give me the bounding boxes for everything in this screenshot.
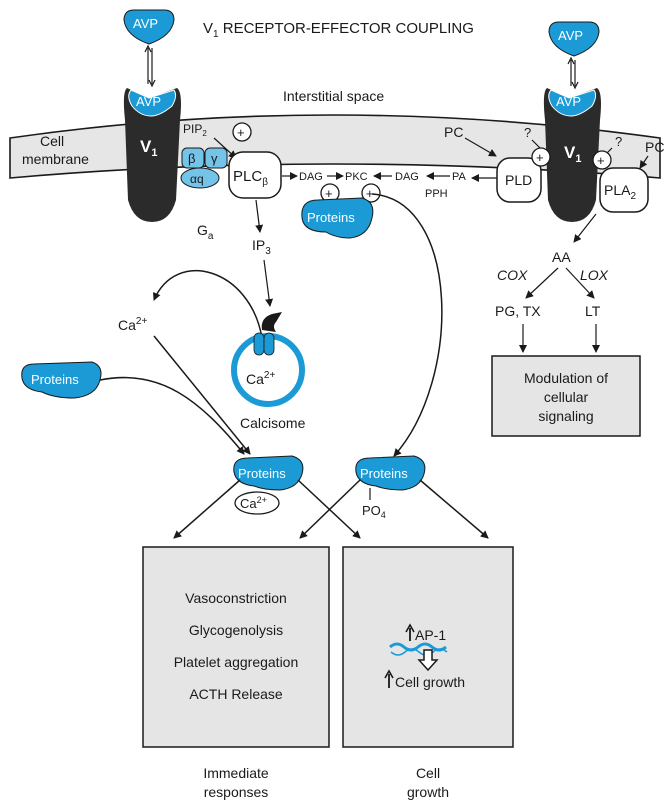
svg-text:AVP: AVP — [133, 16, 158, 31]
svg-text:AVP: AVP — [558, 28, 583, 43]
down-hollow-arrow-icon — [417, 649, 439, 672]
response-item: Platelet aggregation — [174, 654, 299, 670]
equilibrium-arrow-left — [144, 44, 156, 88]
pc-label-right: PC — [645, 139, 664, 155]
cox-label: COX — [497, 267, 528, 283]
diagram-title: V1 RECEPTOR-EFFECTOR COUPLING — [203, 20, 474, 40]
beta-subunit: β — [188, 151, 195, 166]
pla2-label: PLA2 — [604, 182, 636, 202]
ca-free-label: Ca2+ — [118, 316, 147, 333]
svg-text:+: + — [536, 150, 544, 165]
proteins-po4-complex: Proteins PO4 — [355, 455, 426, 520]
cell-growth-inner-label: Cell growth — [395, 674, 465, 690]
proteins-ca-complex: Proteins Ca2+ — [233, 455, 304, 515]
avp-bound-right — [548, 89, 597, 117]
calcisome-label: Calcisome — [240, 415, 306, 431]
pld-label: PLD — [505, 172, 532, 188]
response-item: Glycogenolysis — [189, 622, 283, 638]
lox-label: LOX — [580, 267, 609, 283]
v1-receptor-right: AVP V1 — [543, 88, 601, 222]
proteins-blob-center: Proteins — [301, 197, 374, 239]
modulation-box — [491, 355, 641, 437]
svg-text:AVP: AVP — [556, 94, 581, 109]
cell-label: Cell — [40, 133, 64, 149]
pa-label: PA — [452, 171, 467, 183]
ca-bound-label: Ca2+ — [240, 495, 267, 511]
avp-free-left: AVP — [123, 9, 175, 45]
svg-text:+: + — [325, 186, 333, 201]
svg-text:Proteins: Proteins — [31, 372, 79, 387]
svg-text:AVP: AVP — [136, 94, 161, 109]
lt-label: LT — [585, 303, 601, 319]
cell-growth-up-arrow-icon — [384, 669, 394, 688]
plus-icon-plc — [232, 122, 252, 142]
svg-text:+: + — [366, 186, 374, 201]
avp-bound-left — [128, 89, 177, 117]
immediate-caption-2: responses — [204, 784, 269, 800]
svg-text:+: + — [597, 153, 605, 168]
pc-label-left: PC — [444, 124, 463, 140]
svg-text:Proteins: Proteins — [238, 466, 286, 481]
modulation-line-2: cellular — [544, 389, 589, 405]
immediate-responses-box — [142, 546, 330, 748]
pkc-label: PKC — [345, 171, 368, 183]
v1-label-right: V1 — [564, 143, 581, 165]
aa-label: AA — [552, 249, 571, 265]
equilibrium-arrow-right — [567, 56, 579, 90]
response-item: ACTH Release — [189, 686, 283, 702]
plus-icon-pkc-right — [361, 183, 381, 203]
ap1-up-arrow-icon — [405, 623, 415, 641]
plc-beta-label: PLCβ — [233, 168, 268, 188]
dag-left-label: DAG — [299, 171, 323, 183]
svg-text:Proteins: Proteins — [360, 466, 408, 481]
pph-label: PPH — [425, 188, 448, 200]
avp-free-right: AVP — [548, 21, 600, 57]
question-mark-pla: ? — [615, 134, 622, 149]
po4-label: PO4 — [362, 503, 386, 520]
cell-growth-box — [342, 546, 514, 748]
plc-beta-enzyme — [228, 151, 282, 199]
modulation-line-1: Modulation of — [524, 370, 608, 386]
ip3-receptor-icon — [261, 312, 282, 332]
modulation-line-3: signaling — [538, 408, 593, 424]
dag-right-label: DAG — [395, 171, 419, 183]
pla2-enzyme — [599, 167, 649, 213]
gamma-subunit: γ — [211, 151, 218, 166]
v1-label-left: V1 — [140, 137, 157, 159]
membrane-label: membrane — [22, 151, 89, 167]
question-mark-pld: ? — [524, 125, 531, 140]
response-item: Vasoconstriction — [185, 590, 287, 606]
g-protein: β γ αq — [180, 147, 228, 189]
proteins-blob-left: Proteins — [21, 361, 102, 399]
ap1-label: AP-1 — [415, 627, 446, 643]
pg-tx-label: PG, TX — [495, 303, 541, 319]
plus-icon-pla — [592, 150, 612, 170]
interstitial-space-label: Interstitial space — [283, 88, 384, 104]
pld-enzyme — [496, 157, 542, 203]
cell-growth-caption-2: growth — [407, 784, 449, 800]
svg-text:Proteins: Proteins — [307, 210, 355, 225]
pip2-label: PIP2 — [183, 122, 207, 138]
calcisome: Ca2+ — [231, 312, 305, 407]
cell-growth-caption-1: Cell — [416, 765, 440, 781]
immediate-caption-1: Immediate — [203, 765, 269, 781]
alpha-q-subunit: αq — [190, 172, 204, 186]
v1-receptor-left: AVP V1 — [123, 88, 181, 222]
plus-icon-pld — [531, 147, 551, 167]
ga-label: Ga — [197, 222, 214, 242]
svg-text:+: + — [237, 125, 245, 140]
ca-calcisome-label: Ca2+ — [246, 370, 275, 387]
ip3-label: IP3 — [252, 237, 271, 257]
